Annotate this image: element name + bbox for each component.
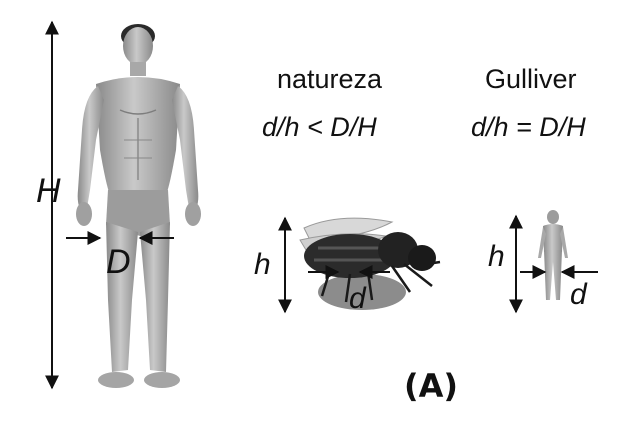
gulliver-formula: d/h = D/H — [471, 112, 586, 142]
gulliver-header: Gulliver — [485, 64, 577, 94]
nature-header: natureza — [277, 64, 383, 94]
panel-label: (A) — [404, 367, 459, 405]
human-height-label: H — [36, 172, 61, 210]
insect-height-label: h — [254, 248, 271, 281]
gulliver-diameter-label: d — [570, 278, 587, 311]
fly-icon — [299, 217, 441, 310]
nature-formula: d/h < D/H — [262, 112, 377, 142]
insect-diameter-label: d — [349, 282, 366, 315]
human-diameter-label: D — [106, 243, 131, 281]
small-human-figure-icon — [538, 210, 568, 300]
gulliver-height-label: h — [488, 240, 505, 273]
human-figure-icon — [76, 24, 201, 388]
